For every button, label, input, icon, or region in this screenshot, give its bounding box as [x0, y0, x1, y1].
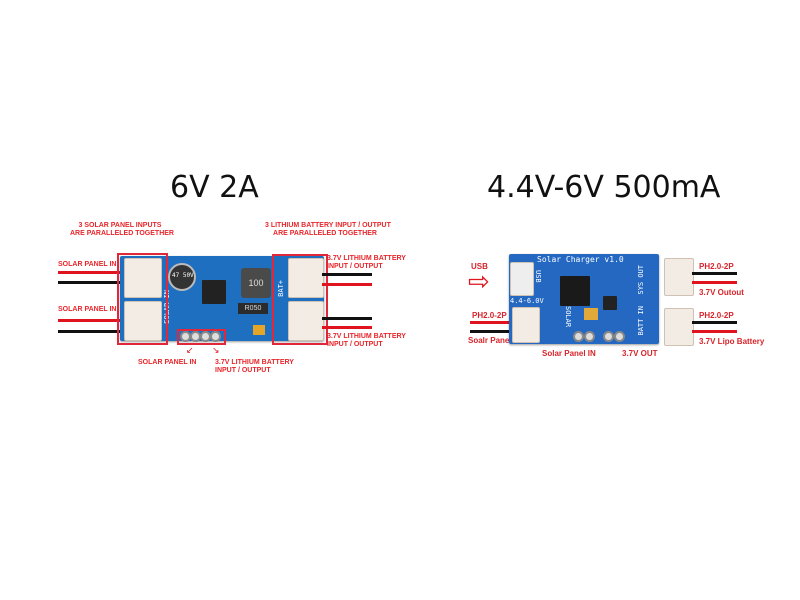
black-wire	[58, 281, 122, 284]
highlight-box-battery	[272, 254, 328, 345]
ph-top-label: PH2.0-2P	[699, 262, 734, 271]
lipo-label: 3.7V Lipo Battery	[699, 337, 765, 346]
inductor: 100	[241, 268, 271, 298]
header-pin	[584, 331, 595, 342]
red-wire	[470, 321, 515, 324]
voltage-range-silkscreen: 4.4-6.0V	[510, 297, 544, 305]
battery-connector-2	[288, 301, 324, 341]
black-wire	[692, 321, 737, 324]
solar-connector-2	[124, 301, 162, 341]
label-line: 3.7V LITHIUM BATTERY	[327, 255, 406, 262]
black-wire	[470, 330, 515, 333]
header-pin	[614, 331, 625, 342]
highlight-box-solar	[117, 253, 168, 345]
black-wire	[692, 272, 737, 275]
diode-pair	[560, 276, 590, 306]
label-line: 3.7V LITHIUM BATTERY	[327, 333, 406, 340]
usb-silkscreen: USB	[534, 270, 542, 283]
red-wire	[322, 283, 372, 286]
battery-connector	[664, 308, 694, 346]
right-product-title: 4.4V-6V 500mA	[487, 170, 721, 205]
solar-connector-1	[124, 258, 162, 298]
arrow-right-icon: ⇨	[468, 266, 490, 296]
black-wire	[322, 317, 372, 320]
header-pin	[210, 331, 221, 342]
batt-in-silkscreen: BATT IN	[637, 306, 645, 336]
solar-silkscreen: SOLAR	[564, 306, 572, 328]
output-bottom-label: 3.7V OUT	[622, 349, 658, 358]
note-line: 3 LITHIUM BATTERY INPUT / OUTPUT	[265, 222, 391, 229]
red-wire	[692, 281, 737, 284]
tantalum-capacitor	[253, 325, 265, 335]
header-pin	[573, 331, 584, 342]
note-line: ARE PARALLELED TOGETHER	[273, 230, 377, 237]
label-line: 3.7V LITHIUM BATTERY	[215, 359, 294, 366]
label-line: INPUT / OUTPUT	[327, 341, 383, 348]
sys-out-silkscreen: SYS OUT	[637, 265, 645, 295]
note-line: 3 SOLAR PANEL INPUTS	[78, 222, 162, 229]
label-line: INPUT / OUTPUT	[215, 367, 271, 374]
tantalum-capacitor	[584, 308, 598, 320]
solar-panel-in-label: Solar Panel IN	[542, 349, 596, 358]
black-wire	[58, 330, 122, 333]
ph-left-label: PH2.0-2P	[472, 311, 507, 320]
arrow-icon: ↘	[212, 345, 220, 355]
resistor: R050	[238, 303, 268, 314]
highlight-box-header	[177, 329, 226, 345]
battery-connector-1	[288, 258, 324, 298]
red-wire	[58, 319, 122, 322]
red-wire	[322, 326, 372, 329]
left-product-title: 6V 2A	[170, 170, 259, 205]
header-pin	[603, 331, 614, 342]
red-wire	[692, 330, 737, 333]
capacitor: 47 50V	[168, 263, 196, 291]
board-name-silkscreen: Solar Charger v1.0	[537, 255, 624, 264]
solar-connector	[512, 307, 540, 343]
cap-text: 47 50V	[172, 272, 194, 279]
usb-label: USB	[471, 262, 488, 271]
output-connector	[664, 258, 694, 296]
black-wire	[322, 273, 372, 276]
ph-bottom-label: PH2.0-2P	[699, 311, 734, 320]
solar-panel-label: Soalr Panel	[468, 336, 512, 345]
bottom-solar-label: SOLAR PANEL IN	[138, 359, 197, 366]
ic-chip	[202, 280, 226, 304]
label-line: INPUT / OUTPUT	[327, 263, 383, 270]
note-line: ARE PARALLELED TOGETHER	[70, 230, 174, 237]
output-label: 3.7V Outout	[699, 288, 744, 297]
arrow-icon: ↙	[186, 345, 194, 355]
red-wire	[58, 271, 122, 274]
solar-panel-in-label-1: SOLAR PANEL IN	[58, 261, 117, 268]
usb-port	[510, 262, 534, 296]
charger-ic	[603, 296, 617, 310]
solar-panel-in-label-2: SOLAR PANEL IN	[58, 306, 117, 313]
